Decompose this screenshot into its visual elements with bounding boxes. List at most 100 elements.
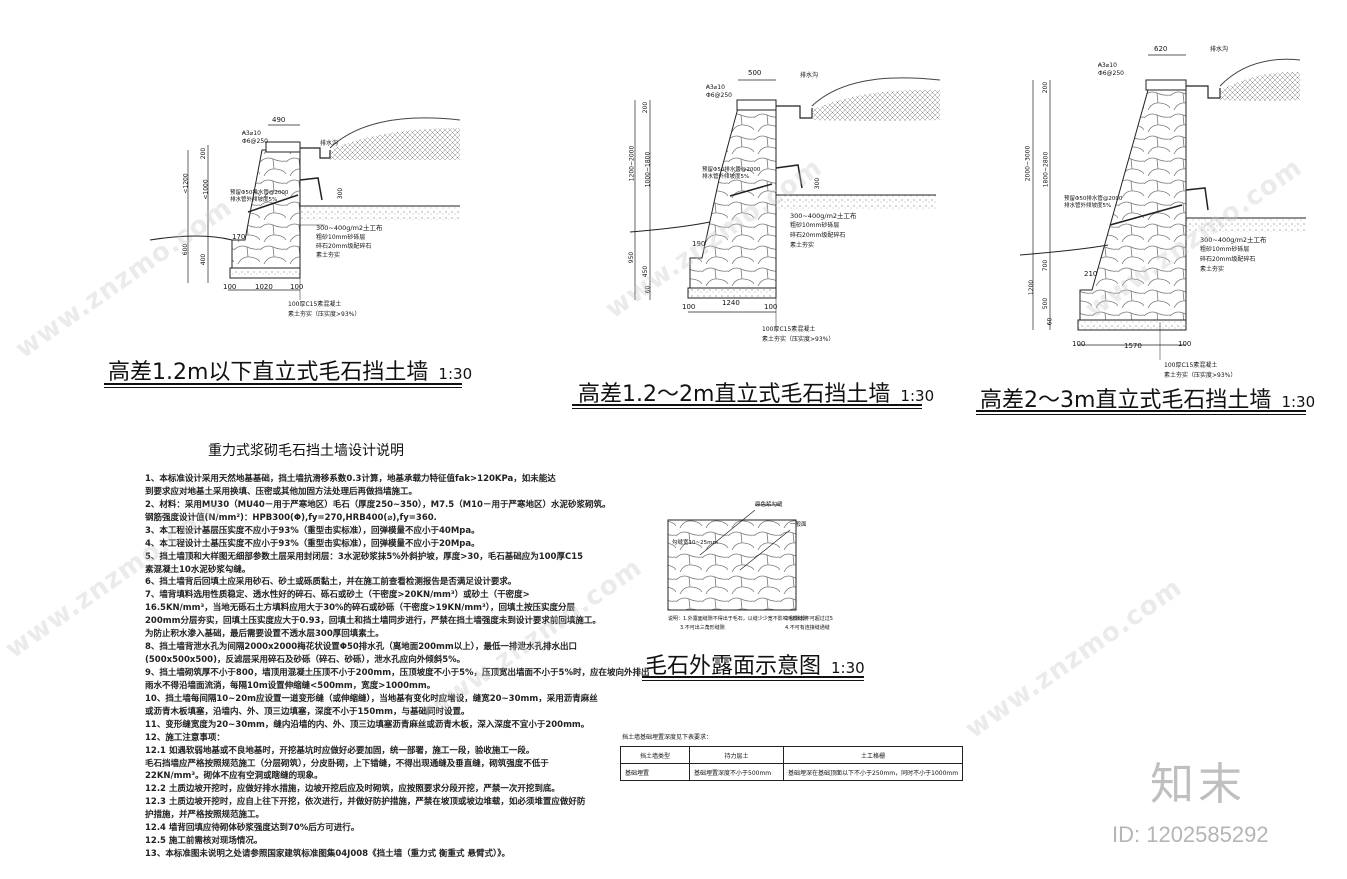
table-header-cell: 持力层土 [689, 746, 784, 764]
wall2-dim-bottom: 1240 [722, 299, 740, 307]
wall3-label-ditch: 排水沟 [1210, 46, 1229, 53]
wall2-label-cap: Φ6@250 [706, 92, 732, 99]
notes-line: 1、本标准设计采用天然地基基础，挡土墙抗滑移系数0.3计算，地基承载力特征值fa… [145, 474, 556, 484]
wall1-dim-right: 100 [290, 283, 304, 291]
wall2-section [629, 77, 941, 330]
notes-line: 护措施，并严格按照规范施工。 [145, 810, 265, 821]
wall1-title: 高差1.2m以下直立式毛石挡土墙 1:30 [108, 354, 472, 386]
wall2-label-drain2: 排水管外倾坡度5% [702, 174, 750, 180]
wall2-label-sand: 粗砂10mm砂砾层 [790, 222, 840, 229]
table-cell: 基础埋置深度不小于500mm [689, 763, 784, 781]
wall1-dim-toe: 170 [232, 233, 246, 241]
wall2-dim-toe: 190 [692, 240, 706, 248]
wall3-label-drain2: 排水管外倾坡度5% [1064, 203, 1112, 209]
wall3-label-base: 100厚C15素混凝土 [1164, 362, 1218, 369]
wall1-dim-drain: 300 [337, 187, 345, 200]
wall3-label-drain: 预留Φ50排水管@2000 [1064, 196, 1123, 202]
wall2-title-underline [572, 404, 922, 406]
wall3-label-gravel: 碎石20mm级配碎石 [1200, 256, 1256, 263]
wall1-dim-h3: 200 [200, 147, 208, 160]
table-header-row: 挡土墙类型 持力层土 土工格栅 [620, 746, 964, 764]
wall1-label-cap: Φ6@250 [242, 138, 268, 145]
wall3-dim-h2: 1800~2800 [1042, 151, 1050, 188]
watermark-id: ID: 1202585292 [1112, 822, 1269, 847]
notes-line: 12.5 施工前需核对现场情况。 [145, 836, 263, 847]
wall2-label-drain: 预留Φ50排水管@2000 [702, 167, 761, 173]
stone-label-l3: 勾缝宽10~25mm [672, 540, 718, 546]
wall1-label-gravel: 碎石20mm级配碎石 [316, 243, 372, 250]
wall2-dim-right: 100 [764, 303, 778, 311]
notes-line: 雨水不得沿墙面流淌，每隔10m设置伸缩缝<500mm，宽度>1000mm。 [145, 680, 436, 691]
notes-line: 9、挡土墙砌筑厚不小于800，墙顶用混凝土压顶不小于200mm，压顶坡度不小于5… [145, 667, 650, 678]
table-header-cell: 挡土墙类型 [620, 746, 690, 764]
stone-note-3: 2.缝隙长不可超过过5 [785, 616, 833, 622]
wall3-dim-h4: 500 [1042, 297, 1050, 310]
wall3-dim-right: 100 [1178, 340, 1192, 348]
wall2-dim-top: 500 [748, 69, 762, 77]
notes-title: 重力式浆砌毛石挡土墙设计说明 [208, 443, 404, 459]
wall3-label-cap2: ₳3⌀10 [1098, 62, 1117, 69]
wall1-scale: 1:30 [438, 365, 473, 383]
wall3-title-text: 高差2～3m直立式毛石挡土墙 [980, 388, 1272, 413]
notes-line: 22KN/mm³。砌体不应有空洞或瞎缝的现象。 [145, 771, 323, 782]
notes-line: 5、挡土墙顶和大样图无细部参数土层采用封闭层：3水泥砂浆抹5%外斜护坡，厚度>3… [145, 551, 584, 562]
wall1-dim-h2: <1000 [202, 179, 210, 200]
stone-title-underline [642, 676, 864, 678]
wall3-dim-h6: 700 [1042, 259, 1050, 272]
wall3-label-sand: 粗砂10mm砂砾层 [1200, 246, 1250, 253]
wall1-title-underline2 [104, 387, 462, 388]
wall1-dim-left: 100 [223, 283, 237, 291]
notes-line: 为防止积水渗入基础，最后需要设置不透水层300厚回填素土。 [145, 629, 384, 640]
stone-face-diagram [667, 504, 797, 611]
wall3-label-soil: 素土夯实 [1200, 266, 1225, 273]
wall1-label-geo: 300~400g/m2土工布 [316, 224, 383, 232]
wall2-dim-h5: 950 [628, 251, 636, 264]
wall1-title-text: 高差1.2m以下直立式毛石挡土墙 [108, 360, 429, 385]
wall3-dim-h7: 60 [1046, 317, 1054, 326]
wall2-dim-left: 100 [682, 303, 696, 311]
notes-line: 6、挡土墙背后回填土应采用砂石、砂土或砾质黏土，并在施工前查看检测报告是否满足设… [145, 577, 517, 588]
notes-line: 到要求应对地基土采用换填、压密或其他加固方法处理后再做挡墙施工。 [145, 486, 418, 497]
stone-title-text: 毛石外露面示意图 [645, 654, 822, 679]
stone-title-underline2 [642, 680, 864, 681]
stone-scale: 1:30 [831, 659, 865, 677]
wall3-dim-h5: 1200 [1028, 279, 1036, 296]
notes-line: 钢筋强度设计值(N/mm²)：HPB300(Φ),fy=270,HRB400(⌀… [145, 512, 437, 523]
wall3-title-underline [976, 410, 1306, 412]
wall3-label-base2: 素土夯实（压实度>93%） [1164, 372, 1237, 379]
wall2-label-cap2: ₳3⌀10 [706, 84, 725, 91]
stone-note-4: 4.不可有连接缝通缝 [785, 625, 830, 631]
table-cell: 基础埋置 [620, 763, 690, 781]
wall2-dim-h3: 200 [642, 101, 650, 114]
wall1-label-drain2: 排水管外倾坡度5% [230, 197, 278, 203]
wall2-title-underline2 [572, 408, 922, 409]
wall2-label-base: 100厚C15素混凝土 [762, 326, 816, 333]
wall1-label-sand: 粗砂10mm砂砾层 [316, 234, 366, 241]
notes-line: 8、挡土墙背泄水孔为间隔2000x2000梅花状设置Φ50排水孔（离地面200m… [145, 642, 577, 653]
wall1-label-cap2: ₳3⌀10 [242, 130, 261, 137]
notes-line: 7、墙背填料选用性质稳定、透水性好的碎石、砾石或砂土（干密度>20KN/mm³）… [145, 590, 530, 601]
notes-line: 2、材料：采用MU30（MU40－用于严寒地区）毛石（厚度250~350），M7… [145, 499, 611, 510]
wall3-dim-h3: 200 [1042, 81, 1050, 94]
wall3-label-geo: 300~400g/m2土工布 [1200, 236, 1267, 244]
wall2-label-geo: 300~400g/m2土工布 [790, 212, 857, 220]
stone-note-2: 3.不可出三角形缝隙 [680, 625, 725, 631]
notes-line: 12.3 土质边坡开挖时，应自上往下开挖，依次进行，并做好防护措施，严禁在坡顶或… [145, 797, 586, 808]
wall3-label-cap: Φ6@250 [1098, 70, 1124, 77]
wall2-scale: 1:30 [900, 387, 935, 405]
wall1-dim-h1: <1200 [182, 173, 190, 194]
wall3-scale: 1:30 [1281, 393, 1316, 411]
stone-label-l2: 一般面 [790, 522, 807, 528]
notes-line: 11、变形缝宽度为20~30mm，缝内沿墙的内、外、顶三边填塞沥青麻丝或沥青木板… [145, 719, 590, 730]
notes-line: 素混凝土10水泥砂浆勾缝。 [145, 564, 251, 575]
wall1-dim-top: 490 [272, 116, 286, 124]
notes-line: 200mm分层夯实，回填土压实度应大于0.93，回填土和挡土墙同步进行，严禁在挡… [145, 616, 601, 627]
wall3-dim-toe: 210 [1084, 270, 1098, 278]
wall1-label-drain: 预留Φ50排水管@2000 [230, 190, 289, 196]
wall3-title: 高差2～3m直立式毛石挡土墙 1:30 [980, 382, 1315, 414]
table-header-cell: 土工格栅 [782, 746, 964, 764]
wall1-dim-bottom: 1020 [255, 283, 273, 291]
wall1-section [149, 117, 461, 300]
wall3-dim-left: 100 [1072, 340, 1086, 348]
